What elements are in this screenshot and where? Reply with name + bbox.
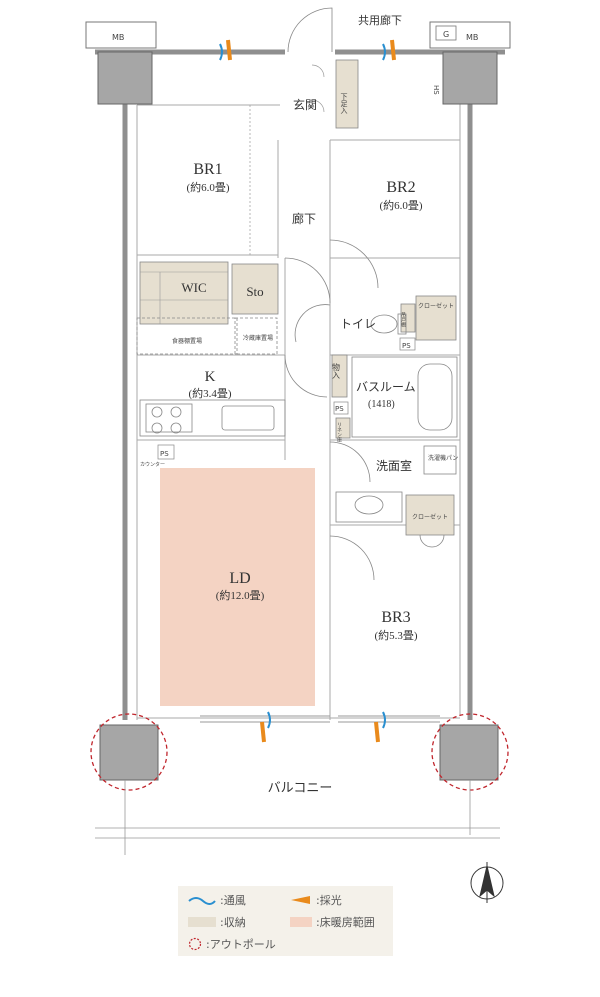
closet-doors xyxy=(249,64,325,255)
legend-storage-label: :収納 xyxy=(220,916,246,929)
legend-heating: :床暖房範囲 xyxy=(290,914,375,930)
outpole-icon xyxy=(188,937,202,951)
jogu-label: 吊戸棚 xyxy=(400,312,406,328)
mb-left-label: MB xyxy=(112,33,124,42)
ps-box-bath xyxy=(333,401,349,415)
genkan-label: 玄関 xyxy=(293,97,317,112)
floor-heating-area xyxy=(160,468,315,706)
legend-box: :通風 :採光 :収納 :床暖房範囲 :アウトポール xyxy=(178,886,393,956)
bathroom-area xyxy=(351,356,458,438)
k-size: (約3.4畳) xyxy=(188,386,231,400)
br3-name: BR3 xyxy=(381,609,410,626)
column-top-right xyxy=(442,51,498,105)
sto-label: Sto xyxy=(246,284,263,299)
br2-size: (約6.0畳) xyxy=(379,198,422,212)
column-top-left xyxy=(97,51,153,105)
ps-box-toilet xyxy=(399,337,416,351)
balcony-railing xyxy=(95,780,500,855)
ld-name: LD xyxy=(229,570,250,587)
column-bottom-left xyxy=(99,724,159,781)
storage-areas xyxy=(139,59,457,536)
ps2-label: PS xyxy=(402,342,411,350)
closet1-label: クローゼット xyxy=(418,302,454,310)
legend-outpole: :アウトポール xyxy=(188,936,276,952)
toilet-fixture xyxy=(294,304,407,343)
mb-right-label: MB xyxy=(466,33,478,42)
g-label: G xyxy=(443,30,449,39)
heating-swatch xyxy=(290,917,312,927)
ps1-label: PS xyxy=(160,450,169,458)
legend-outpole-label: :アウトポール xyxy=(206,938,276,951)
gas-meter-box xyxy=(435,25,457,41)
legend-wind-label: :通風 xyxy=(220,894,246,907)
legend-light-label: :採光 xyxy=(316,894,342,907)
shoe-label: 下足入 xyxy=(340,93,348,114)
balcony-label: バルコニー xyxy=(268,780,333,795)
closet2-label: クローゼット xyxy=(412,513,448,521)
washroom-fixtures xyxy=(335,445,457,548)
bath-label: バスルーム xyxy=(356,380,416,394)
fridge-label: 冷蔵庫置場 xyxy=(243,334,273,342)
ld-size: (約12.0畳) xyxy=(216,588,265,602)
legend-storage: :収納 xyxy=(188,914,246,930)
rouka-label: 廊下 xyxy=(292,211,316,226)
br1-name: BR1 xyxy=(193,161,222,178)
linen-label: リネン庫 xyxy=(336,422,342,443)
ps-box-kitchen xyxy=(157,444,175,460)
interior-doors xyxy=(284,239,379,581)
wind-icon xyxy=(188,897,216,905)
shelf-label: 食器棚置場 xyxy=(172,337,202,345)
br3-size: (約5.3畳) xyxy=(374,628,417,642)
counter-label: カウンター xyxy=(140,461,165,468)
legend-heating-label: :床暖房範囲 xyxy=(316,916,375,929)
column-bottom-right xyxy=(439,724,499,781)
bath-size: (1418) xyxy=(368,399,395,410)
k-name: K xyxy=(205,369,216,385)
legend-light: :採光 xyxy=(290,892,342,908)
monoire-label: 物入 xyxy=(332,362,341,379)
outpole-left xyxy=(90,713,168,791)
bathtub xyxy=(417,363,453,431)
wic-label: WIC xyxy=(181,280,206,295)
ps3-label: PS xyxy=(335,405,344,413)
ventilation-markers xyxy=(219,39,396,743)
bottom-windows xyxy=(200,715,440,723)
senmen-label: 洗面室 xyxy=(376,458,412,473)
mb-box-left xyxy=(85,21,157,49)
toilet-label: トイレ xyxy=(340,317,376,331)
wic-shelves xyxy=(140,271,228,324)
entrance-door xyxy=(287,7,333,53)
br1-size: (約6.0畳) xyxy=(186,180,229,194)
br2-name: BR2 xyxy=(386,179,415,196)
washer-label: 洗濯機パン xyxy=(428,454,458,462)
north-compass-icon xyxy=(470,862,504,903)
light-icon xyxy=(291,896,310,904)
hs-label: HS xyxy=(432,85,440,95)
kyoyo-rouka-label: 共用廊下 xyxy=(358,13,402,27)
legend-wind: :通風 xyxy=(188,892,246,908)
storage-swatch xyxy=(188,917,216,927)
kitchen-counter xyxy=(136,317,286,437)
